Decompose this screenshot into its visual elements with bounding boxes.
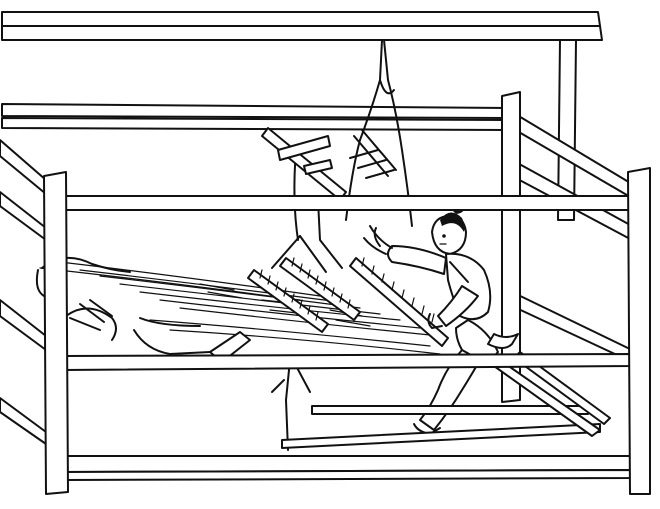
ladder-stick: [349, 129, 397, 179]
upper-lever-arms: [261, 127, 347, 201]
front-middle-rail: [63, 353, 633, 371]
front-left-post: [43, 171, 69, 495]
reed-right: [349, 257, 449, 347]
left-side-rails: [0, 139, 47, 445]
top-crossbeam: [1, 11, 603, 41]
heddle-cords: [271, 39, 413, 451]
cloth-beam: [35, 257, 251, 363]
front-right-post: [627, 167, 651, 495]
upper-rail: [1, 103, 513, 131]
right-rear-post: [501, 91, 521, 403]
right-back-post: [557, 39, 577, 221]
right-side-rails: [511, 111, 633, 363]
front-bottom-rail: [63, 455, 633, 481]
reed-middle: [279, 257, 361, 321]
reed-left: [247, 269, 329, 333]
front-top-rail: [63, 195, 633, 211]
